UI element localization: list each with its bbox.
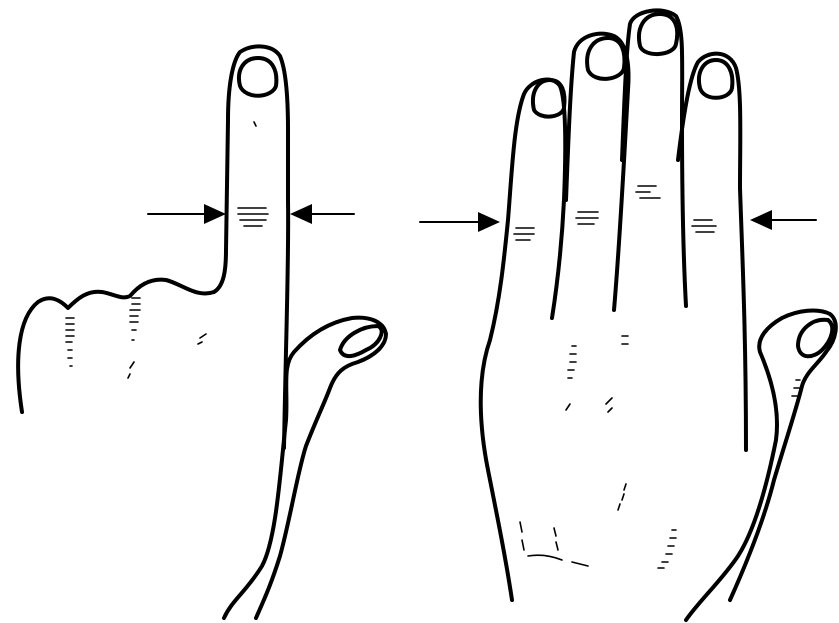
four-fingers-hand [420,10,836,620]
finger-crease [238,208,268,226]
folded-knuckles-outline [18,46,288,448]
left-thumb [224,318,386,618]
hand-outline-left [481,80,565,600]
middle-fingernail [639,14,677,54]
single-finger-hand [18,46,386,618]
wrist-marks [520,522,588,566]
back-hand-marks [566,336,800,568]
little-fingernail [533,80,565,117]
knuckle-hatch-1 [66,318,74,366]
index-fingernail [239,58,276,96]
crease-ring [576,212,598,224]
finger-mark [254,122,256,126]
knuckle-hatch-2 [130,298,140,340]
skin-marks-left [128,334,206,378]
arrow-left-icon [750,210,816,230]
index-fingernail-right [699,60,732,98]
index-finger-outline [678,54,746,450]
crease-middle [636,186,660,198]
arrow-left-icon [290,204,354,224]
arrow-right-icon [420,212,500,232]
arrow-right-icon [148,204,226,224]
crease-little [514,228,534,240]
ring-fingernail [587,38,624,79]
crease-index [692,220,716,232]
